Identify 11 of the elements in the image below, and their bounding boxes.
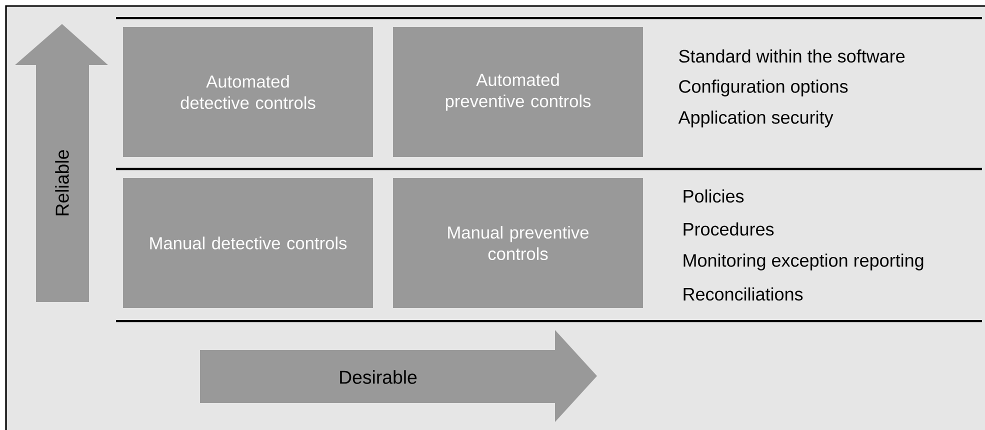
control-box: Manual preventive controls (393, 178, 643, 308)
list-item: Reconciliations (684, 287, 803, 301)
list-item: Policies (684, 189, 744, 203)
control-box: Automated preventive controls (393, 27, 643, 157)
control-box: Manual detective controls (123, 178, 373, 308)
list-item: Application security (678, 110, 834, 128)
list-item: Configuration options (679, 80, 848, 96)
list-item: Standard within the software (679, 49, 905, 63)
list-item: Procedures (684, 222, 774, 236)
control-box: Automated detective controls (123, 27, 373, 157)
list-item: Monitoring exception reporting (684, 254, 924, 270)
